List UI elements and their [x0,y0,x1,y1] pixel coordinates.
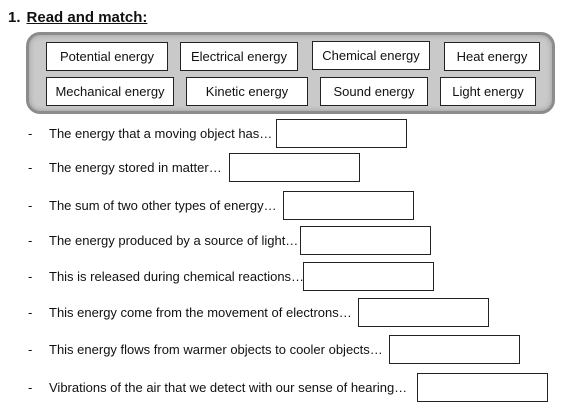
question-text: This is released during chemical reactio… [49,269,305,284]
list-dash: - [28,342,33,357]
question-item: - This is released during chemical react… [28,262,558,292]
question-item: - This energy flows from warmer objects … [28,335,558,365]
word-chip-light-energy[interactable]: Light energy [440,77,536,106]
question-item: - The sum of two other types of energy… [28,191,558,221]
exercise-number: 1. [8,9,21,26]
list-dash: - [28,233,33,248]
answer-box[interactable] [229,153,360,182]
answer-box[interactable] [300,226,431,255]
question-text: The sum of two other types of energy… [49,198,277,213]
word-chip-potential-energy[interactable]: Potential energy [46,42,168,71]
list-dash: - [28,269,33,284]
answer-box[interactable] [283,191,414,220]
question-text: The energy that a moving object has… [49,126,273,141]
list-dash: - [28,160,33,175]
word-chip-sound-energy[interactable]: Sound energy [320,77,428,106]
question-item: - Vibrations of the air that we detect w… [28,373,558,403]
word-bank: Potential energy Electrical energy Chemi… [26,32,555,114]
question-text: The energy stored in matter… [49,160,222,175]
exercise-heading: 1. Read and match: [8,9,147,26]
word-chip-electrical-energy[interactable]: Electrical energy [180,42,298,71]
answer-box[interactable] [417,373,548,402]
question-text: This energy flows from warmer objects to… [49,342,383,357]
answer-box[interactable] [389,335,520,364]
word-chip-heat-energy[interactable]: Heat energy [444,42,540,71]
word-chip-kinetic-energy[interactable]: Kinetic energy [186,77,308,106]
question-text: The energy produced by a source of light… [49,233,299,248]
question-item: - The energy that a moving object has… [28,119,558,149]
question-text: This energy come from the movement of el… [49,305,352,320]
list-dash: - [28,126,33,141]
question-item: - The energy stored in matter… [28,153,558,183]
word-chip-mechanical-energy[interactable]: Mechanical energy [46,77,174,106]
list-dash: - [28,198,33,213]
question-text: Vibrations of the air that we detect wit… [49,380,408,395]
exercise-title: Read and match: [26,9,148,26]
question-item: - The energy produced by a source of lig… [28,226,558,256]
answer-box[interactable] [276,119,407,148]
answer-box[interactable] [358,298,489,327]
question-item: - This energy come from the movement of … [28,298,558,328]
list-dash: - [28,305,33,320]
answer-box[interactable] [303,262,434,291]
list-dash: - [28,380,33,395]
word-chip-chemical-energy[interactable]: Chemical energy [312,41,430,70]
